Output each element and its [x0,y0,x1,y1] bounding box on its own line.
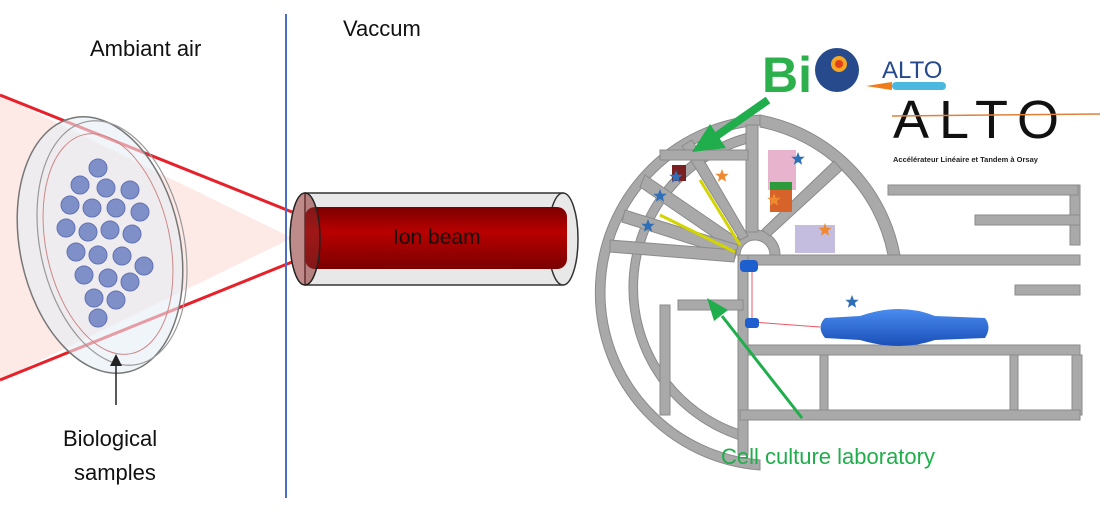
petri-dish [16,116,188,374]
green-arrow-to-cell-culture-lab [707,298,804,419]
samples-pointer-head [110,354,122,366]
ion-beam-tube [289,192,579,286]
biological-samples-label-line2: samples [74,460,156,485]
alto-logo: ALTO Accélérateur Linéaire et Tandem à O… [891,90,1101,164]
green-arrow-to-bioalto-room [692,96,771,152]
star-icon [845,295,859,308]
ion-beam-label: Ion beam [393,226,481,249]
star-icon [715,169,729,182]
cells [56,158,154,328]
bioalto-alto-text: ALTO [882,57,942,84]
ambient-air-label: Ambiant air [90,36,202,61]
biological-samples-label-line1: Biological [63,426,158,451]
alto-facility-map [594,114,1083,471]
bioalto-bi-text: Bi [762,47,812,103]
bioalto-logo: Bi ALTO [762,47,946,103]
alto-subtitle: Accélérateur Linéaire et Tandem à Orsay [893,155,1039,164]
beam-cone-edge-top [0,93,293,214]
vacuum-label: Vaccum [343,16,421,41]
accelerator [740,260,989,346]
alto-big-text: ALTO [893,90,1069,150]
cell-culture-lab-label: Cell culture laboratory [721,444,935,469]
